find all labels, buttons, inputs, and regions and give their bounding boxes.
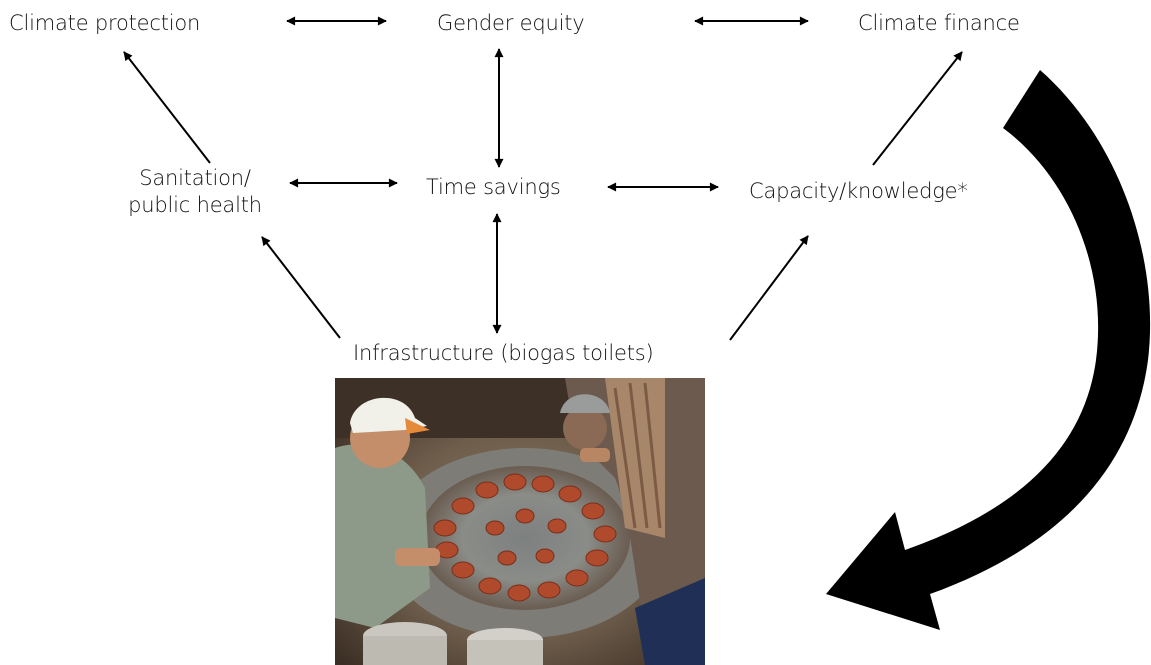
node-sanitation-public-health: Sanitation/ public health [115,165,275,219]
edge-infrastructure-sanitation [261,236,341,339]
node-climate-finance: Climate finance [858,11,1020,35]
edge-sanitation-climate-protection [123,51,211,164]
node-gender-equity: Gender equity [437,11,585,35]
node-sanitation-line-2: public health [128,193,262,217]
node-infrastructure: Infrastructure (biogas toilets) [353,341,654,365]
biogas-construction-photo [335,378,705,665]
node-time-savings: Time savings [426,175,561,199]
edge-capacity-climate-finance [872,51,963,166]
node-sanitation-line-1: Sanitation/ [139,166,251,190]
edge-infrastructure-capacity [729,235,809,341]
feedback-curved-arrow [826,70,1151,630]
node-climate-protection: Climate protection [9,11,201,35]
node-capacity-knowledge: Capacity/knowledge* [749,179,968,203]
